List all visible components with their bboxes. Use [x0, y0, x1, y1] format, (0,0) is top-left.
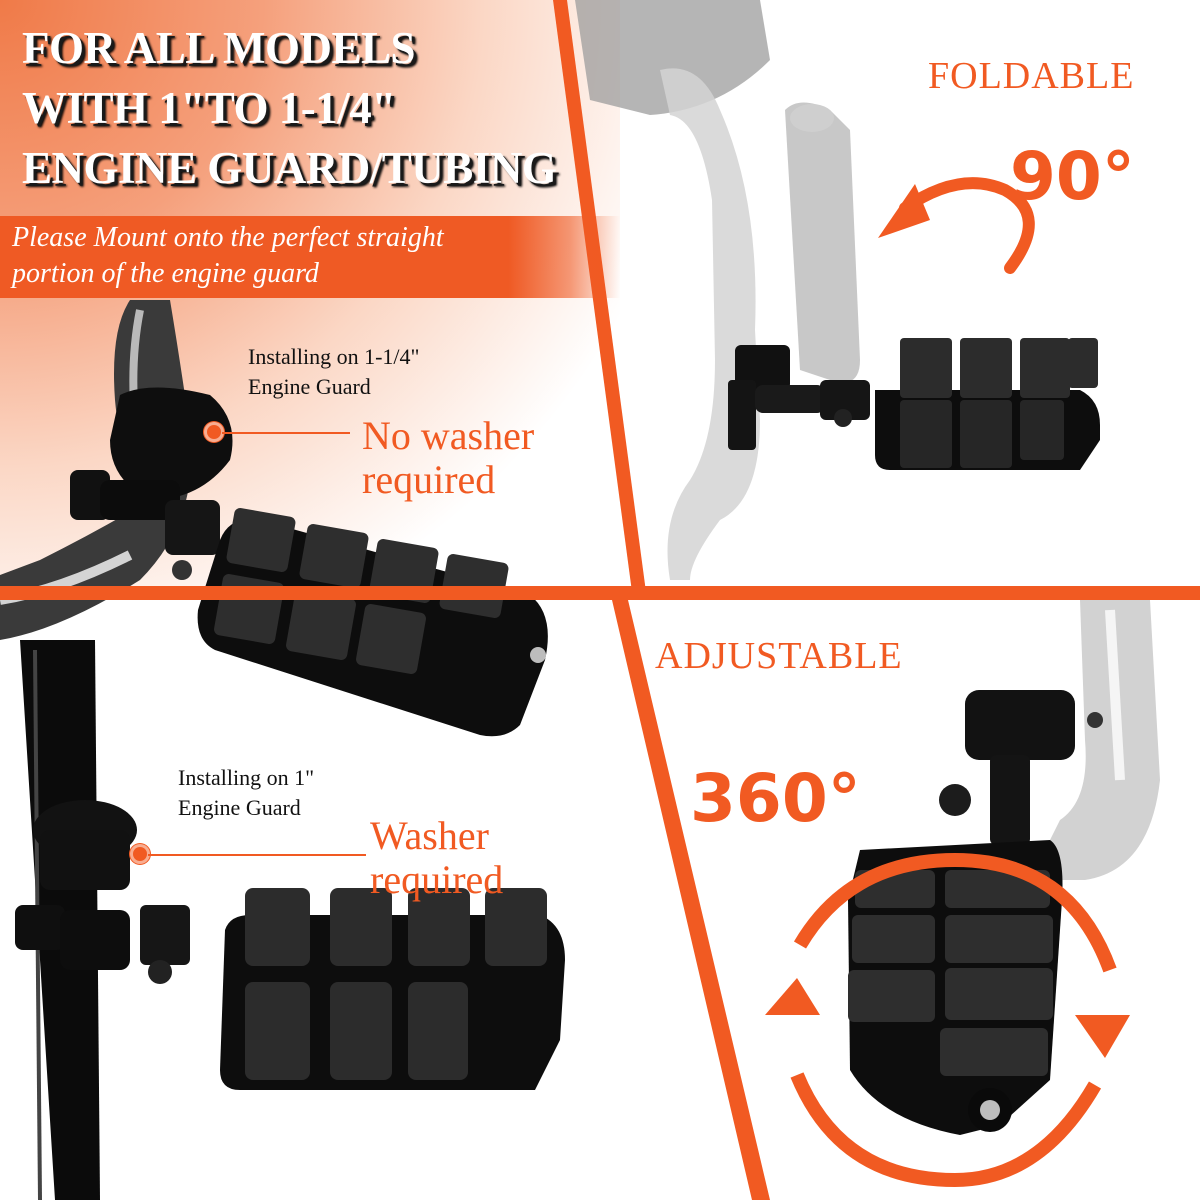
small-guard-peg-photo: [15, 640, 565, 1200]
large-guard-install-label: Installing on 1-1/4" Engine Guard: [248, 345, 420, 399]
large-guard-peg-photo: [0, 300, 548, 737]
horizontal-divider: [0, 586, 1200, 600]
large-guard-leader-line: [222, 432, 350, 434]
small-guard-install-label: Installing on 1" Engine Guard: [178, 766, 314, 820]
adjustable-title: ADJUSTABLE: [655, 635, 903, 677]
large-guard-label-line-1: Installing on 1-1/4": [248, 344, 420, 369]
adjustable-angle: 360°: [690, 760, 861, 837]
headline-line-1: FOR ALL MODELS: [22, 23, 416, 73]
foldable-title: FOLDABLE: [928, 55, 1135, 97]
mounting-tip-banner: [0, 216, 620, 298]
small-guard-label-line-1: Installing on 1": [178, 765, 315, 790]
rotate-arrows-icon: [790, 852, 1117, 1188]
large-guard-label-line-2: Engine Guard: [248, 374, 371, 399]
mounting-tip-line-1: Please Mount onto the perfect straight: [12, 222, 444, 253]
headline: FOR ALL MODELS WITH 1"TO 1-1/4" ENGINE G…: [22, 18, 557, 198]
headline-line-3: ENGINE GUARD/TUBING: [22, 143, 557, 193]
large-guard-requirement-line-1: No washer: [362, 413, 535, 458]
curved-arrow-icon: [878, 177, 1035, 274]
bottom-diagonal-divider: [612, 600, 770, 1200]
foldable-peg-photo: [575, 0, 1100, 580]
rotate-arrow-head-left: [765, 978, 820, 1015]
rotate-arrow-head-right: [1075, 1015, 1130, 1058]
adjustable-peg-photo: [848, 600, 1160, 1135]
small-guard-label-line-2: Engine Guard: [178, 795, 301, 820]
large-guard-requirement-line-2: required: [362, 457, 496, 502]
large-guard-requirement: No washer required: [362, 414, 534, 502]
large-guard-callout-dot-icon: [207, 425, 221, 439]
small-guard-requirement-line-1: Washer: [370, 813, 489, 858]
mounting-tip-text: Please Mount onto the perfect straight p…: [12, 220, 444, 292]
small-guard-callout-dot-icon: [133, 847, 147, 861]
headline-line-2: WITH 1"TO 1-1/4": [22, 83, 396, 133]
small-guard-leader-line: [148, 854, 366, 856]
small-guard-requirement-line-2: required: [370, 857, 504, 902]
mounting-tip-line-2: portion of the engine guard: [12, 258, 319, 289]
small-guard-requirement: Washer required: [370, 814, 503, 902]
foldable-angle: 90°: [1010, 138, 1135, 215]
